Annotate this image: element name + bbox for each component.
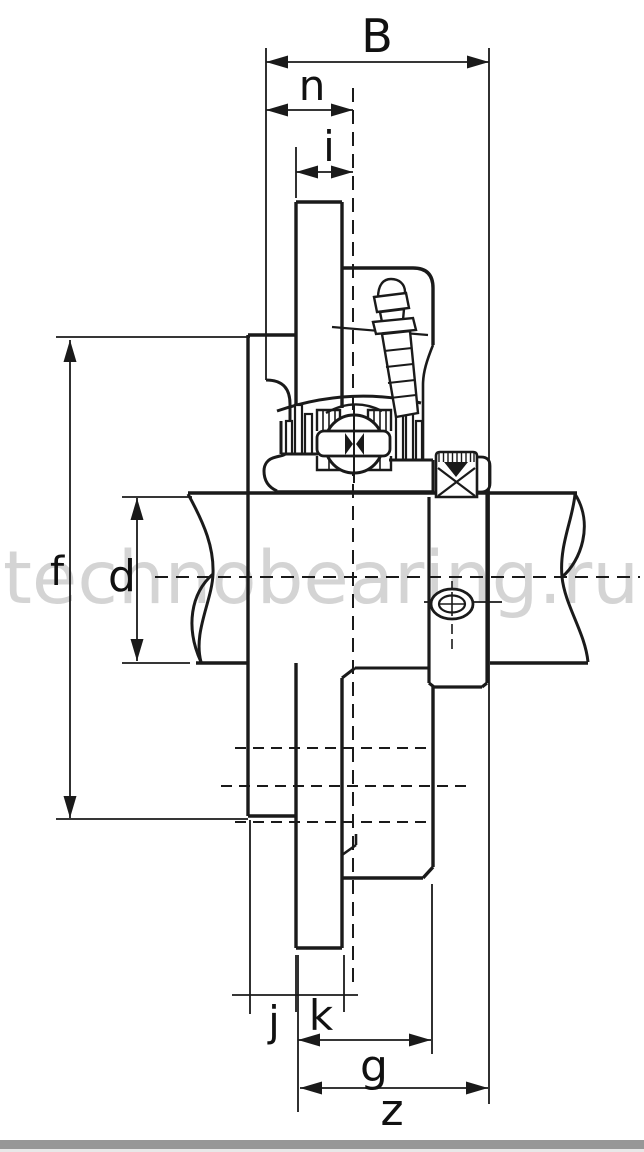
inner-sleeve-lower-edge: [341, 666, 428, 680]
arrow-f-top: [63, 340, 77, 362]
arrow-g-right: [409, 1033, 431, 1047]
centerlines: [155, 88, 640, 990]
arrow-f-bottom: [63, 796, 77, 818]
dimension-arrows: [63, 55, 489, 1095]
grease-fitting: [331, 277, 429, 419]
arrow-i-right: [331, 165, 353, 179]
flange-step-detail: [341, 834, 358, 857]
bore-arrow-right: [356, 433, 364, 455]
dim-label-g: g: [360, 1041, 388, 1092]
shaft-break-left-2: [190, 572, 214, 663]
seal-lip: [293, 403, 304, 456]
cartridge-bottom-outline: [342, 687, 435, 880]
set-screw-socket: [444, 462, 468, 477]
arrow-n-left: [266, 103, 288, 117]
dimension-labels: B n i f d j k g z: [50, 9, 404, 1136]
set-screw-hatch: [438, 452, 475, 462]
bore-arrow-left: [345, 433, 353, 455]
shaft-break-right-2: [561, 493, 586, 579]
dim-label-z: z: [380, 1085, 403, 1136]
bearing-interior: [276, 394, 433, 483]
arrow-d-bottom: [130, 639, 144, 661]
set-screw-cross: [437, 467, 476, 497]
shaft: [186, 491, 590, 665]
arrow-z-right: [466, 1081, 488, 1095]
arrow-z-left: [300, 1081, 322, 1095]
seal-lip: [414, 419, 424, 462]
arrow-B-right: [467, 55, 489, 69]
dim-label-f: f: [50, 549, 65, 595]
seal-base-left: [279, 421, 318, 456]
arrow-B-left: [266, 55, 288, 69]
bolt-hole-hidden-lines: [221, 747, 469, 823]
dim-label-B: B: [361, 9, 393, 63]
locking-collar: [424, 450, 502, 689]
fitting-thread-lines: [383, 347, 417, 399]
housing: [246, 200, 435, 950]
dim-label-k: k: [309, 991, 334, 1040]
cartridge-top-edge: [342, 266, 435, 289]
cartridge-boss-curve: [421, 344, 435, 386]
arrow-g-left: [298, 1033, 320, 1047]
seal-lip: [284, 419, 294, 456]
dim-label-d: d: [108, 551, 136, 602]
dim-label-j: j: [267, 997, 280, 1046]
dim-label-n: n: [299, 61, 326, 110]
watermark-text: technobearing.ru: [3, 536, 639, 621]
footer-bar-light: [0, 1149, 644, 1152]
dimensions: B n i f d j k g z: [50, 9, 490, 1136]
arrow-i-left: [296, 165, 318, 179]
seal-lip: [394, 412, 405, 462]
dim-label-i: i: [323, 122, 335, 171]
arrow-d-top: [130, 498, 144, 520]
arrow-n-right: [331, 103, 353, 117]
seal-lip: [303, 412, 314, 456]
fitting-hex-flange: [371, 316, 418, 336]
footer-bar: [0, 1140, 644, 1149]
collar-bottom-edge: [428, 681, 488, 689]
housing-left-profile: [262, 378, 292, 493]
fitting-cap: [372, 291, 411, 314]
